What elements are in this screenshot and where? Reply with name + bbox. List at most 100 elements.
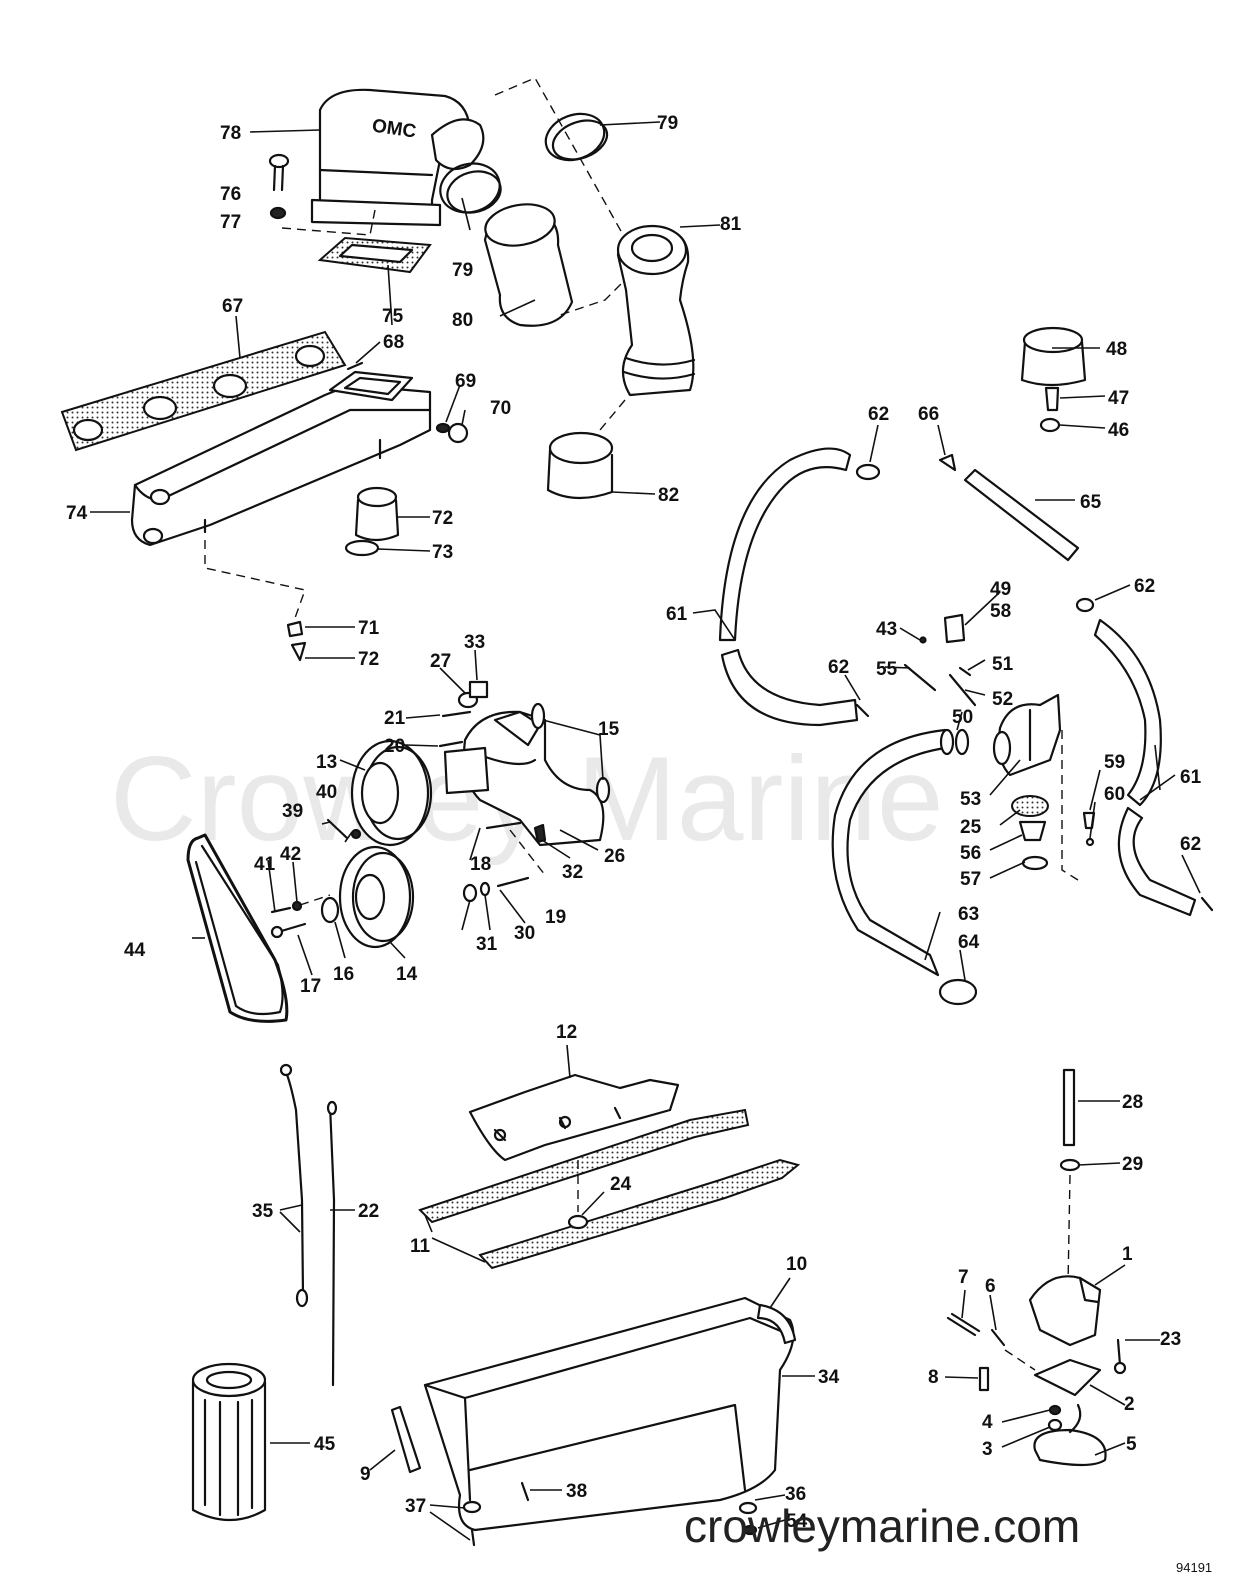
callout-13: 13 bbox=[316, 752, 337, 773]
exhaust-bellows-81 bbox=[616, 224, 696, 397]
callout-65: 65 bbox=[1080, 492, 1102, 513]
tube-65 bbox=[963, 468, 1080, 562]
pump-pulley-13 bbox=[350, 739, 433, 847]
callout-10: 10 bbox=[786, 1254, 807, 1275]
hose-clamp-64 bbox=[938, 978, 978, 1006]
wire-55 bbox=[903, 663, 937, 692]
callout-22: 22 bbox=[358, 1201, 379, 1222]
dipstick-tube-35 bbox=[279, 1063, 309, 1308]
hose-61-right bbox=[1093, 618, 1197, 917]
callout-69: 69 bbox=[455, 371, 476, 392]
washer-29 bbox=[1059, 1158, 1081, 1172]
callout-80: 80 bbox=[452, 310, 473, 331]
callout-6: 6 bbox=[985, 1276, 996, 1297]
spacer-16 bbox=[320, 896, 340, 924]
oil-pump-1 bbox=[1028, 1275, 1102, 1347]
pump-gasket-15-upper bbox=[530, 702, 546, 730]
callout-45: 45 bbox=[314, 1434, 336, 1455]
callout-61-right: 61 bbox=[1180, 767, 1202, 788]
site-url: crowleymarine.com bbox=[684, 1500, 1080, 1552]
callout-74: 74 bbox=[66, 503, 88, 524]
callout-9: 9 bbox=[360, 1464, 371, 1485]
callout-70: 70 bbox=[490, 398, 511, 419]
bolt-19 bbox=[496, 876, 530, 888]
pump-gasket-15-lower bbox=[595, 776, 611, 804]
oil-pan-34 bbox=[423, 1296, 795, 1532]
bolt-39 bbox=[326, 818, 349, 840]
callout-37: 37 bbox=[405, 1496, 426, 1517]
seal-57 bbox=[1021, 855, 1049, 871]
callout-39: 39 bbox=[282, 801, 303, 822]
callout-3: 3 bbox=[982, 1439, 993, 1460]
pickup-screen-5 bbox=[1033, 1403, 1107, 1467]
callout-29: 29 bbox=[1122, 1154, 1143, 1175]
stud-68 bbox=[346, 361, 364, 371]
callout-79-lower: 79 bbox=[452, 260, 473, 281]
callout-67: 67 bbox=[222, 296, 243, 317]
callout-32: 32 bbox=[562, 862, 583, 883]
valve-cover-12 bbox=[468, 1073, 680, 1162]
washer-42 bbox=[291, 900, 303, 912]
fitting-47 bbox=[1044, 386, 1060, 412]
callout-14: 14 bbox=[396, 964, 418, 985]
fitting-66 bbox=[938, 453, 957, 472]
fitting-33 bbox=[468, 680, 489, 699]
callout-27: 27 bbox=[430, 651, 451, 672]
valve-cover-gasket-11-upper bbox=[418, 1108, 750, 1224]
hose-clamp-79-lower bbox=[439, 162, 502, 214]
callout-61-left: 61 bbox=[666, 604, 688, 625]
callout-68: 68 bbox=[383, 332, 404, 353]
callout-42: 42 bbox=[280, 844, 301, 865]
callout-labels: 78 79 76 77 81 79 75 80 67 68 69 70 48 4… bbox=[66, 113, 1202, 1532]
spring-7 bbox=[946, 1312, 981, 1337]
cap-48 bbox=[1020, 326, 1087, 387]
callout-63: 63 bbox=[958, 904, 979, 925]
drive-belt-44 bbox=[186, 833, 289, 1023]
callout-60: 60 bbox=[1104, 784, 1125, 805]
callout-23: 23 bbox=[1160, 1329, 1181, 1350]
callout-72-upper: 72 bbox=[432, 508, 453, 529]
seal-9 bbox=[390, 1405, 422, 1474]
fitting-72-lower bbox=[290, 641, 307, 662]
crank-pulley-14 bbox=[338, 845, 415, 949]
callout-19: 19 bbox=[545, 907, 566, 928]
callout-15: 15 bbox=[598, 719, 620, 740]
callout-25: 25 bbox=[960, 817, 982, 838]
clamp-50 bbox=[939, 728, 970, 756]
callout-51: 51 bbox=[992, 654, 1014, 675]
thermostat-housing-53 bbox=[992, 693, 1062, 777]
bolt-38 bbox=[520, 1481, 530, 1502]
dipstick-22 bbox=[326, 1100, 338, 1387]
exhaust-sleeve-82 bbox=[546, 431, 614, 500]
washer-40 bbox=[350, 828, 362, 840]
callout-20: 20 bbox=[384, 736, 405, 757]
callout-50: 50 bbox=[952, 707, 973, 728]
callout-54: 54 bbox=[786, 1511, 808, 1532]
callout-79-upper: 79 bbox=[657, 113, 678, 134]
callout-33: 33 bbox=[464, 632, 485, 653]
hose-clamp-62-c bbox=[1075, 597, 1095, 613]
wire-52 bbox=[948, 673, 977, 707]
fitting-46 bbox=[1039, 417, 1061, 433]
wire-51 bbox=[958, 666, 972, 677]
callout-56: 56 bbox=[960, 843, 981, 864]
callout-2: 2 bbox=[1124, 1394, 1135, 1415]
pin-6 bbox=[990, 1328, 1006, 1347]
callout-57: 57 bbox=[960, 869, 981, 890]
callout-47: 47 bbox=[1108, 388, 1129, 409]
callout-52: 52 bbox=[992, 689, 1013, 710]
bolt-18 bbox=[485, 821, 522, 830]
callout-81: 81 bbox=[720, 214, 742, 235]
hose-clamp-62-d bbox=[1200, 896, 1214, 912]
nut-31 bbox=[462, 883, 478, 903]
callout-18: 18 bbox=[470, 854, 491, 875]
callout-1: 1 bbox=[1122, 1244, 1133, 1265]
callout-58: 58 bbox=[990, 601, 1011, 622]
callout-4: 4 bbox=[982, 1412, 993, 1433]
callout-8: 8 bbox=[928, 1367, 939, 1388]
washer-4 bbox=[1048, 1404, 1062, 1416]
callout-43: 43 bbox=[876, 619, 897, 640]
bolt-21 bbox=[441, 710, 472, 718]
callout-28: 28 bbox=[1122, 1092, 1143, 1113]
